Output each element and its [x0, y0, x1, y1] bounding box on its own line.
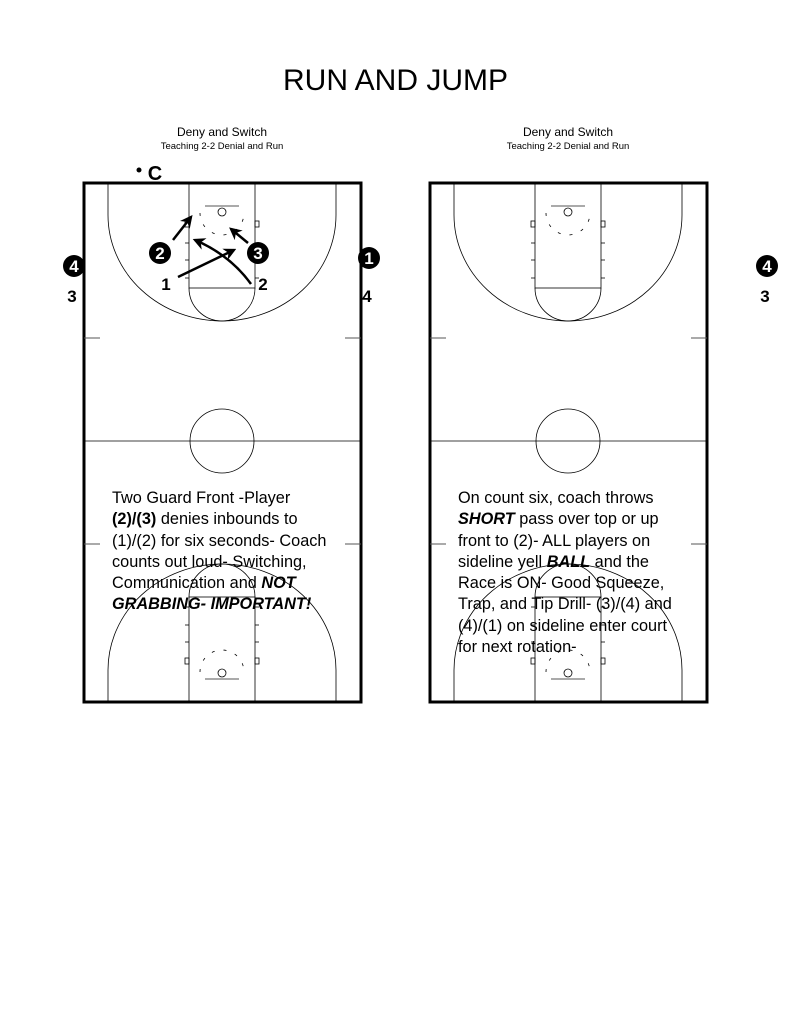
description-text: sideline yell — [458, 552, 547, 571]
description-line: Communication and NOT — [112, 573, 326, 594]
position-label: 4 — [362, 287, 372, 306]
description-text: Two Guard Front -Player — [112, 489, 291, 507]
lane-bottom — [188, 596, 256, 703]
player-marker — [149, 242, 171, 264]
description-text: (1)/(2) for six seconds- Coach — [112, 531, 327, 550]
rim-bottom — [563, 668, 573, 678]
lane-block — [600, 220, 606, 228]
free-throw-arc-top — [188, 287, 256, 322]
description-text: and the — [590, 552, 649, 571]
court-boundary — [82, 181, 363, 704]
description-left: Two Guard Front -Player (2)/(3) denies in… — [112, 488, 326, 616]
player-number: 4 — [69, 257, 79, 276]
movement-arrow — [177, 248, 237, 279]
description-line: (4)/(1) on sideline enter court — [458, 616, 672, 637]
rim-bottom — [217, 668, 227, 678]
lane-block — [600, 657, 606, 665]
position-label: C — [148, 163, 162, 185]
description-line: Two Guard Front -Player — [112, 488, 326, 509]
description-text: On count six, coach throws — [458, 489, 654, 507]
description-text: (2)/(3) — [112, 510, 157, 529]
movement-arrow — [229, 227, 249, 244]
description-text: Race is ON- Good Squeeze, — [458, 574, 665, 593]
free-throw-arc-top — [534, 287, 602, 322]
lane-block — [254, 220, 260, 228]
lane-block — [254, 657, 260, 665]
description-line: front to (2)- ALL players on — [458, 531, 672, 552]
player-marker — [756, 255, 778, 277]
description-line: GRABBING- IMPORTANT! — [112, 594, 326, 615]
description-line: Race is ON- Good Squeeze, — [458, 573, 672, 594]
player-number: 2 — [155, 244, 164, 263]
center-circle — [189, 408, 255, 474]
diagram-heading-left: Deny and Switch — [176, 125, 268, 139]
player-marker — [358, 247, 380, 269]
description-text: front to (2)- ALL players on — [458, 531, 651, 550]
player-marker — [247, 242, 269, 264]
diagram-subheading-left: Teaching 2-2 Denial and Run — [160, 141, 284, 152]
court-right: C23412134 — [428, 181, 778, 704]
description-text: denies inbounds to — [156, 510, 298, 529]
description-text: for next rotation- — [458, 638, 577, 657]
description-text: SHORT — [458, 510, 515, 529]
position-label: 3 — [760, 287, 769, 306]
description-text: counts out loud- Switching, — [112, 552, 307, 571]
three-point-arc-bottom — [107, 563, 337, 702]
lane-top — [188, 182, 256, 289]
center-circle — [535, 408, 601, 474]
position-label: 1 — [161, 275, 170, 294]
description-line: On count six, coach throws — [458, 488, 672, 509]
position-label: 2 — [258, 275, 267, 294]
description-line: for next rotation- — [458, 637, 672, 658]
description-text: (4)/(1) on sideline enter court — [458, 616, 668, 635]
description-line: counts out loud- Switching, — [112, 552, 326, 573]
three-point-arc-top — [107, 183, 337, 322]
player-marker — [63, 255, 85, 277]
description-text: Trap, and Tip Drill- (3)/(4) and — [458, 595, 672, 614]
three-point-arc-top — [453, 183, 683, 322]
player-number: 1 — [364, 249, 373, 268]
description-text: NOT — [261, 574, 296, 593]
page-title: RUN AND JUMP — [282, 64, 508, 97]
description-line: (1)/(2) for six seconds- Coach — [112, 531, 326, 552]
lane-top — [534, 182, 602, 289]
diagram-subheading-right: Teaching 2-2 Denial and Run — [506, 141, 630, 152]
player-number: 4 — [762, 257, 772, 276]
rim-top — [217, 207, 227, 217]
coach-dot — [136, 167, 142, 173]
description-line: (2)/(3) denies inbounds to — [112, 509, 326, 530]
court-left: C 2 3 4 1 1 2 3 4 — [63, 163, 380, 704]
lane-block — [184, 657, 190, 665]
three-point-arc-bottom — [453, 563, 683, 702]
movement-arrow — [192, 238, 253, 285]
player-number: 3 — [253, 244, 262, 263]
rim-top — [563, 207, 573, 217]
lane-block — [530, 220, 536, 228]
position-label: 3 — [67, 287, 76, 306]
lane-bottom — [534, 596, 602, 703]
description-text: BALL — [546, 552, 591, 571]
description-line: SHORT pass over top or up — [458, 509, 672, 530]
description-text: pass over top or up — [514, 510, 659, 529]
description-text: Communication and — [112, 574, 262, 593]
description-line: sideline yell BALL and the — [458, 552, 672, 573]
description-line: Trap, and Tip Drill- (3)/(4) and — [458, 594, 672, 615]
description-text: GRABBING- IMPORTANT! — [112, 595, 312, 614]
movement-arrow — [172, 215, 193, 241]
lane-block — [530, 657, 536, 665]
diagram-heading-right: Deny and Switch — [522, 125, 614, 139]
